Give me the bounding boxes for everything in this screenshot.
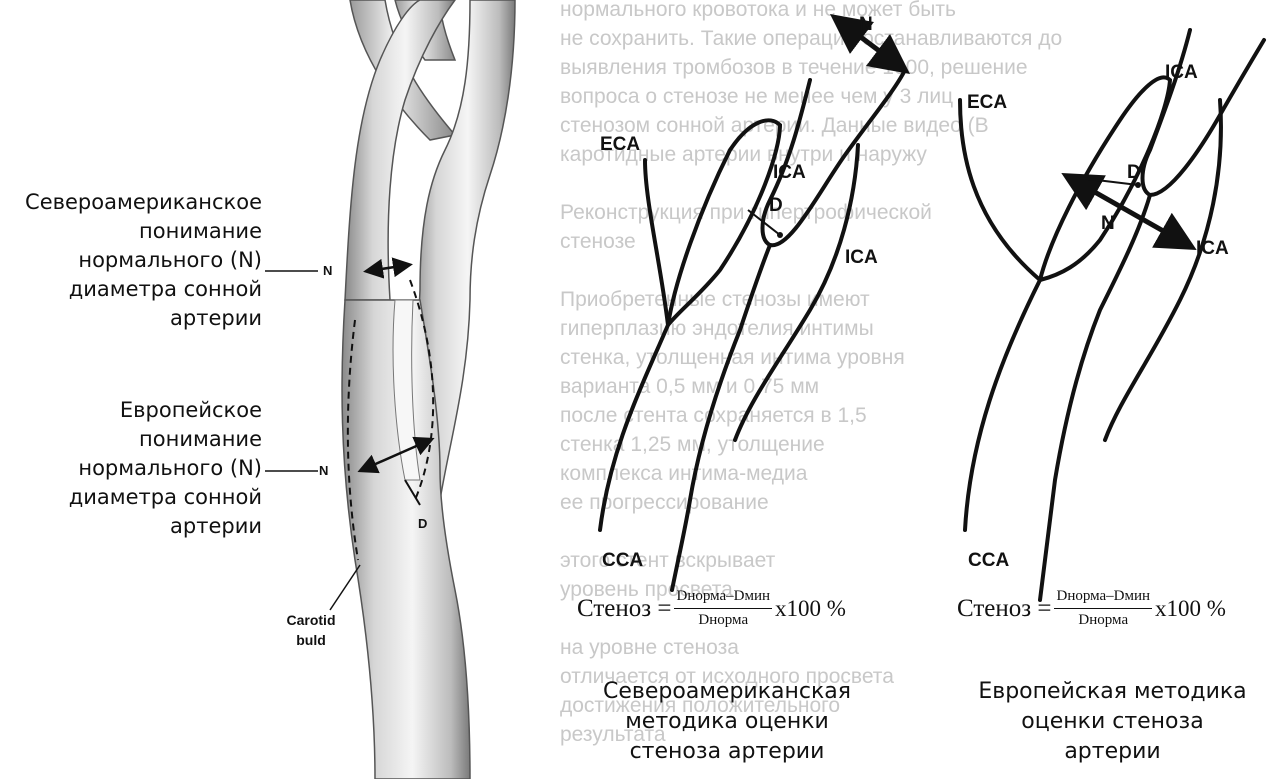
na-caption-line-3: стеноза артерии [572, 737, 882, 767]
eu-ica-outer-right [1105, 100, 1221, 440]
na-understanding-line-1: Североамериканское [0, 188, 262, 217]
eu-ica-outer [1143, 30, 1265, 195]
na-understanding-line-4: диаметра сонной [0, 275, 262, 304]
na-understanding-label: Североамериканское понимание нормального… [0, 188, 262, 333]
na-formula-lhs: Стеноз = [577, 595, 671, 623]
eu-caption-line-1: Европейская методика [955, 677, 1270, 707]
eu-understanding-line-1: Европейское [0, 396, 262, 425]
na-cca-label: CCA [602, 550, 643, 572]
illustration-n2-marker: N [319, 463, 328, 478]
na-d-label: D [769, 195, 783, 217]
na-formula-denominator: Dнорма [696, 612, 750, 629]
na-formula-bar [674, 608, 772, 609]
carotid-bulb-line-1: Carotid [272, 610, 350, 630]
na-formula-fraction: Dнорма–Dмин Dнорма [674, 588, 772, 629]
na-n-label: N [859, 14, 873, 36]
na-understanding-line-3: нормального (N) [0, 246, 262, 275]
na-method-caption: Североамериканская методика оценки стено… [572, 677, 882, 767]
na-ica-label-2: ICA [845, 247, 878, 269]
eu-cca-label: CCA [968, 550, 1009, 572]
na-ica-label-1: ICA [773, 162, 806, 184]
eu-formula-numerator: Dнорма–Dмин [1054, 588, 1152, 605]
eu-formula-denominator: Dнорма [1076, 612, 1130, 629]
na-caption-line-1: Североамериканская [572, 677, 882, 707]
eu-formula-rhs: x100 % [1155, 596, 1226, 622]
eu-formula-fraction: Dнорма–Dмин Dнорма [1054, 588, 1152, 629]
eu-n-label: N [1101, 213, 1115, 235]
carotid-bulb-line-2: buld [272, 630, 350, 650]
eu-caption-line-2: оценки стеноза [955, 707, 1270, 737]
carotid-bulb-label: Carotid buld [272, 610, 350, 650]
eu-understanding-line-5: артерии [0, 512, 262, 541]
na-formula-numerator: Dнорма–Dмин [674, 588, 772, 605]
eu-ica-label-2: ICA [1196, 238, 1229, 260]
eu-method-caption: Европейская методика оценки стеноза арте… [955, 677, 1270, 767]
eu-cca-left-wall [960, 100, 1040, 530]
na-eca-label: ECA [600, 134, 640, 156]
eu-understanding-line-3: нормального (N) [0, 454, 262, 483]
eu-eca [1040, 77, 1170, 280]
na-formula-rhs: x100 % [775, 596, 846, 622]
na-understanding-line-2: понимание [0, 217, 262, 246]
eu-understanding-line-4: диаметра сонной [0, 483, 262, 512]
illustration-n1-marker: N [323, 263, 332, 278]
eu-understanding-label: Европейское понимание нормального (N) ди… [0, 396, 262, 541]
eu-formula-bar [1054, 608, 1152, 609]
eu-understanding-line-2: понимание [0, 425, 262, 454]
eu-stenosis-formula: Стеноз = Dнорма–Dмин Dнорма x100 % [957, 588, 1226, 629]
na-understanding-line-5: артерии [0, 304, 262, 333]
eu-eca-label: ECA [967, 92, 1007, 114]
na-stenosis-formula: Стеноз = Dнорма–Dмин Dнорма x100 % [577, 588, 846, 629]
na-caption-line-2: методика оценки [572, 707, 882, 737]
eu-d-label: D [1127, 162, 1141, 184]
eu-caption-line-3: артерии [955, 737, 1270, 767]
eu-ica-label-1: ICA [1165, 62, 1198, 84]
illustration-d-marker: D [418, 516, 427, 531]
eu-ica-inner [1040, 195, 1150, 600]
eu-formula-lhs: Стеноз = [957, 595, 1051, 623]
